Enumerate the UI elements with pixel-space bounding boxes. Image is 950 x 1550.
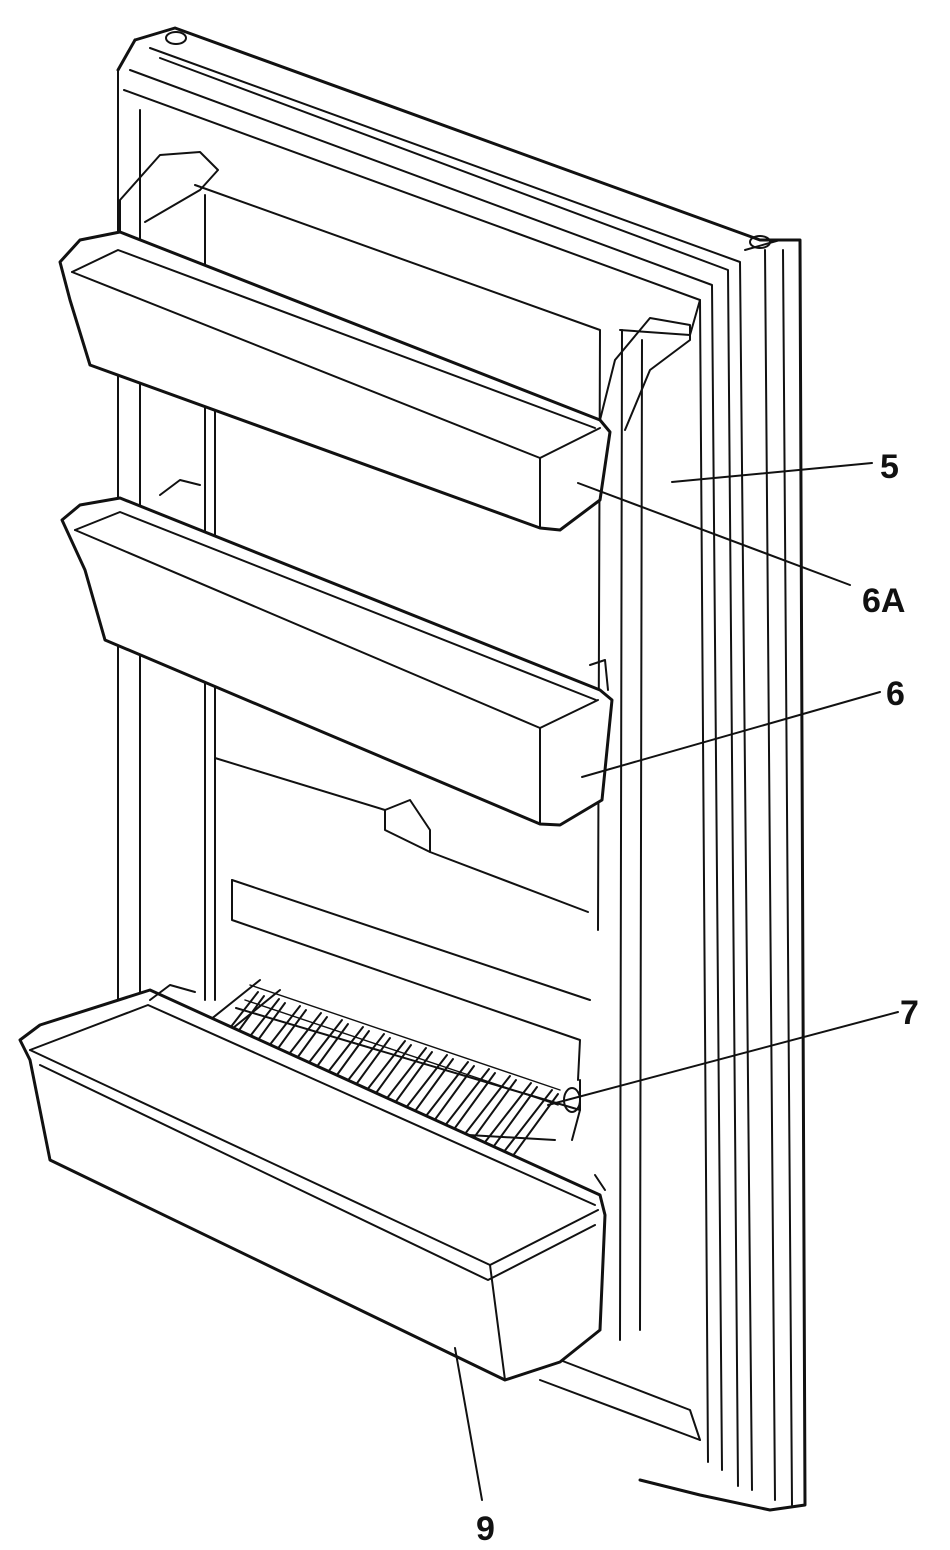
leader-9 [454, 1347, 483, 1501]
callout-6: 6 [886, 675, 905, 713]
callout-5: 5 [880, 448, 899, 486]
leader-5 [671, 462, 873, 483]
callout-6A: 6A [862, 582, 905, 620]
leader-7 [547, 1011, 899, 1106]
middle-shelf [60, 479, 614, 827]
callout-7: 7 [900, 994, 919, 1032]
upper-shelf [58, 151, 691, 532]
leader-6 [581, 691, 881, 778]
bottom-bin [18, 984, 607, 1382]
callout-9: 9 [476, 1510, 495, 1548]
leader-lines [454, 462, 899, 1501]
callout-labels: 5 6A 6 7 9 [476, 448, 919, 1548]
leader-6A [577, 482, 851, 586]
